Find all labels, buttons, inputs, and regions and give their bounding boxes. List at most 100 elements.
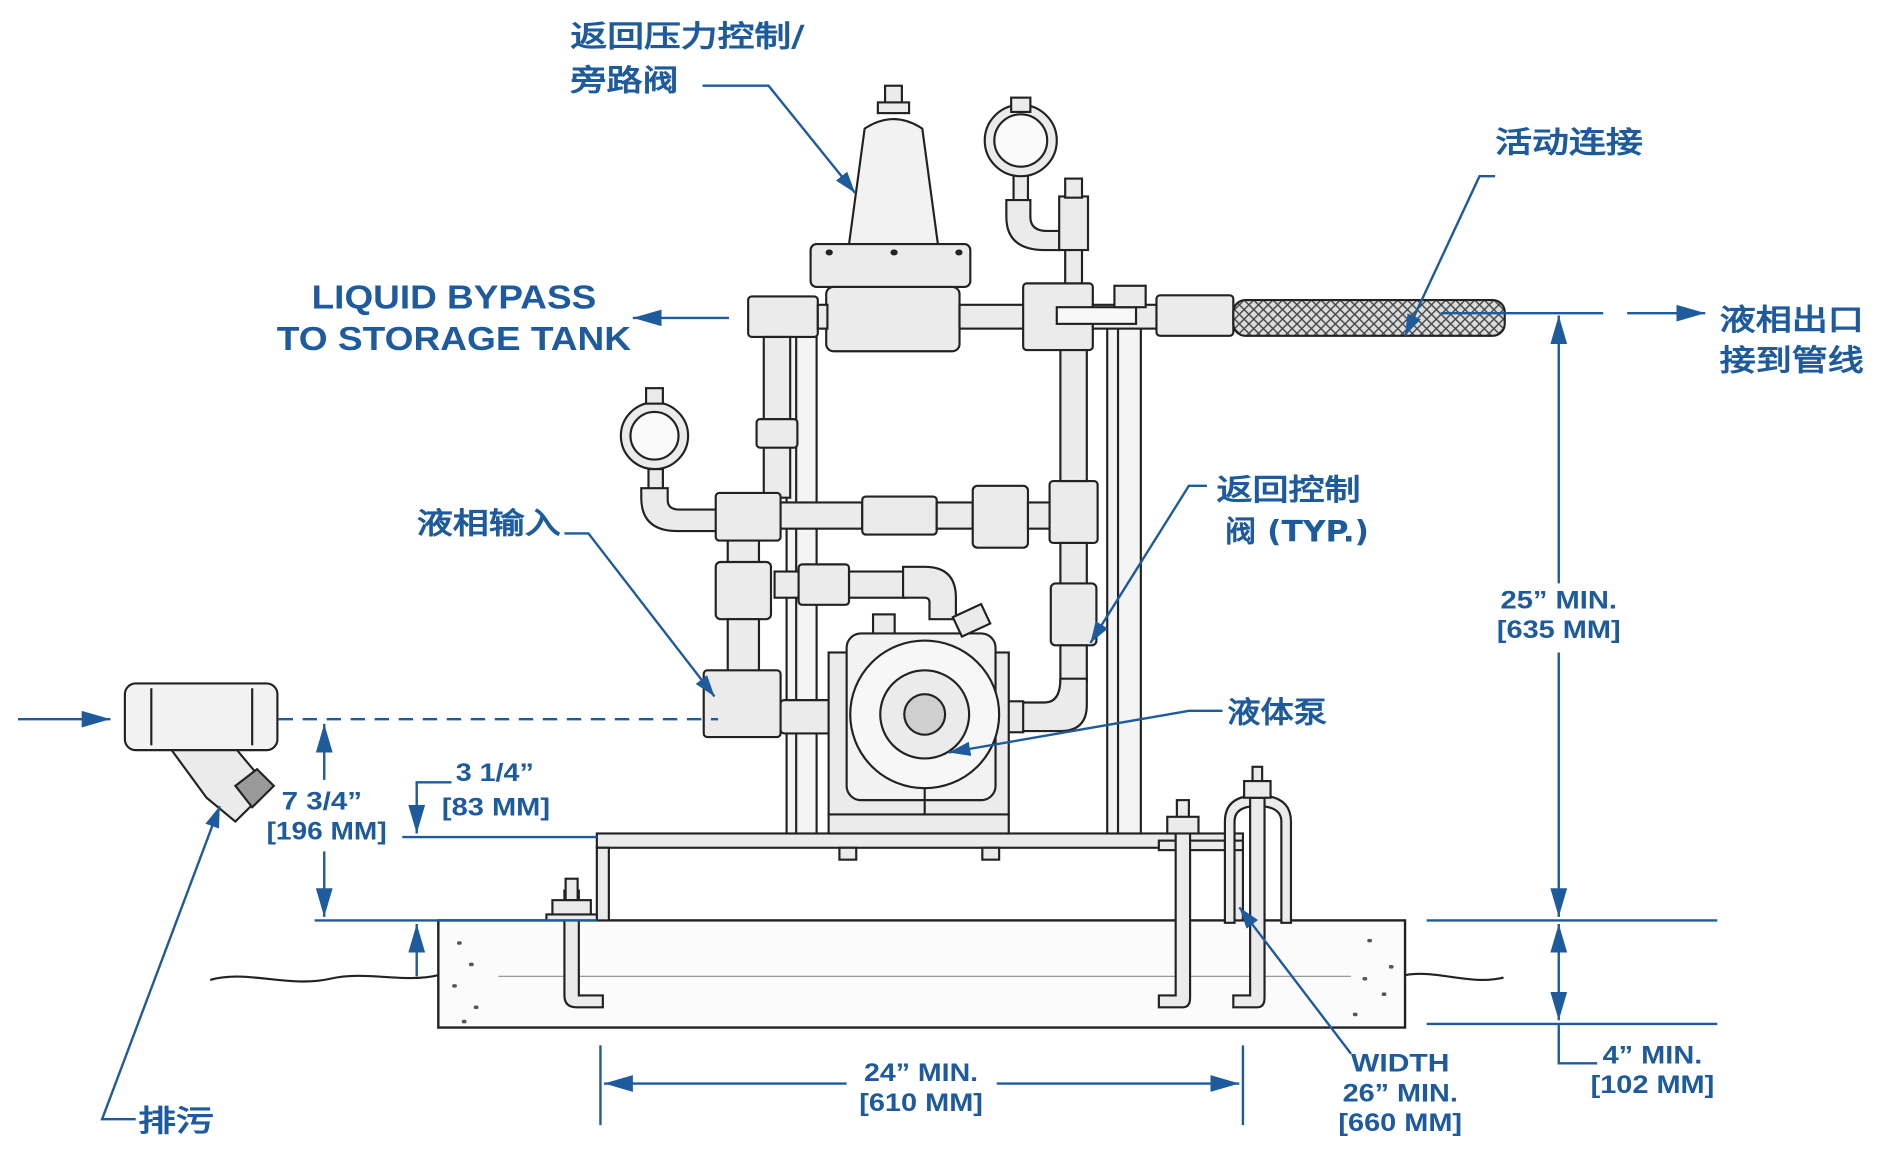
anchor-nut-left <box>551 899 592 917</box>
return-union-a <box>861 495 938 536</box>
labels: 返回压力控制/ 旁路阀 活动连接 LIQUID BYPASS TO STORAG… <box>138 20 1864 1140</box>
equipment <box>123 84 1506 1029</box>
inlet-height-metric: [196 MM] <box>267 818 387 846</box>
union-leader <box>1403 175 1496 337</box>
pressure-gauge-top-face <box>993 113 1049 168</box>
pump-mount-nut-left <box>838 846 858 861</box>
anchor-thread-left <box>564 877 579 902</box>
inlet-union <box>714 560 773 621</box>
anchor-bolt-middle <box>1157 832 1192 1009</box>
check-valve-label-line1: 返回控制 <box>1217 473 1361 508</box>
valve-outlet-pipe <box>958 303 1026 330</box>
outlet-riser-upper <box>1059 348 1088 483</box>
u-bolt-clamp <box>1223 794 1293 924</box>
liquid-outlet-label-line1: 液相出口 <box>1720 303 1864 338</box>
outlet-riser-middle <box>1059 541 1088 587</box>
bypass-outlet-tee <box>747 295 819 339</box>
liquid-inlet-leader <box>564 532 716 698</box>
gauge-valve-cap-top <box>1064 177 1084 199</box>
pump-label: 液体泵 <box>1227 696 1327 731</box>
pump-leader <box>948 709 1223 756</box>
base-height-value: 3 1/4” <box>456 759 534 787</box>
gauge-knob-top <box>1010 96 1032 113</box>
inlet-height-value: 7 3/4” <box>282 788 362 816</box>
foundation-thickness-leader <box>1557 1023 1598 1065</box>
concrete-speckles <box>452 938 1394 1024</box>
bypass-valve-leader <box>702 84 856 194</box>
return-pipe-a <box>779 501 864 530</box>
anchor-bolt-right <box>1232 796 1266 1009</box>
dimension-labels: 25” MIN. [635 MM] 7 3/4” [196 MM] 3 1/4”… <box>267 587 1715 1138</box>
inlet-tee <box>702 669 782 739</box>
union-label: 活动连接 <box>1495 126 1643 161</box>
outlet-height-metric: [635 MM] <box>1497 616 1621 644</box>
bypass-valve-label-line2: 旁路阀 <box>569 64 678 99</box>
ground-line-left <box>209 974 439 983</box>
liquid-inlet-label: 液相输入 <box>417 507 561 542</box>
anchor-nut-middle <box>1166 815 1200 835</box>
strainer-body <box>123 682 279 752</box>
pump-discharge-elbow <box>1019 677 1088 733</box>
liquid-bypass-label-line2: TO STORAGE TANK <box>277 321 631 358</box>
bypass-return-pipe <box>762 335 792 499</box>
base-length-value: 24” MIN. <box>864 1059 978 1087</box>
return-tee-left <box>714 491 782 542</box>
pump-mount-nut-right <box>981 846 1001 861</box>
base-length-metric: [610 MM] <box>859 1089 983 1117</box>
liquid-bypass-label-line1: LIQUID BYPASS <box>312 280 597 317</box>
inlet-nipple <box>726 618 761 674</box>
bypass-outlet-nipple <box>816 303 829 330</box>
skid-left-channel <box>595 846 610 922</box>
pump-relief-port <box>951 602 992 639</box>
return-pipe-c <box>1026 501 1054 530</box>
bypass-return-union <box>755 418 799 449</box>
inlet-riser <box>726 539 761 566</box>
outlet-bracket <box>1113 284 1147 309</box>
anchor-nut-right <box>1243 780 1272 799</box>
bypass-valve-flange <box>809 243 972 289</box>
pump-top-port <box>871 613 896 635</box>
gauge-valve-nipple <box>1064 246 1084 287</box>
bypass-feed-pipe-a <box>773 570 803 599</box>
foundation-width-metric: [660 MM] <box>1338 1109 1462 1137</box>
bypass-feed-union <box>797 563 851 606</box>
pump-base-plate <box>827 813 1010 835</box>
return-pipe-b <box>935 501 974 530</box>
outlet-valve-handle <box>1055 306 1138 325</box>
foundation-thickness-value: 4” MIN. <box>1603 1041 1703 1069</box>
outlet-riser-bottom <box>1059 644 1088 683</box>
pump-shaft <box>903 693 947 736</box>
foundation-width-title: WIDTH <box>1351 1050 1449 1078</box>
strainer-drain-plug <box>233 767 276 809</box>
drain-label: 排污 <box>138 1104 214 1139</box>
pressure-gauge-left-face <box>629 410 680 461</box>
frame-post-right <box>1106 318 1142 835</box>
bypass-valve-bonnet <box>847 118 940 246</box>
return-union-b <box>971 484 1030 549</box>
bypass-feed-pipe-b <box>847 570 907 599</box>
flex-hose <box>1232 298 1506 337</box>
gauge-knob-left <box>644 387 664 405</box>
foundation-width-leader <box>1238 906 1352 1055</box>
base-height-metric: [83 MM] <box>442 794 550 822</box>
bypass-valve-label-line1: 返回压力控制/ <box>570 20 804 55</box>
liquid-outlet-label-line2: 接到管线 <box>1720 343 1864 378</box>
drain-leader <box>100 805 221 1121</box>
base-height-dim-top <box>408 781 452 834</box>
gauge-valve-top <box>1058 195 1090 252</box>
outlet-height-value: 25” MIN. <box>1501 587 1617 615</box>
return-tee-right <box>1048 479 1099 545</box>
skid-corner-plate <box>1157 839 1245 852</box>
outlet-valve <box>1155 294 1235 337</box>
skid-base-plate <box>595 832 1245 849</box>
check-valve-leader <box>1089 484 1207 644</box>
check-valve-right <box>1049 582 1098 647</box>
gauge-elbow-top <box>1005 198 1061 252</box>
concrete-foundation <box>437 919 1407 1029</box>
foundation-thickness-metric: [102 MM] <box>1591 1071 1715 1099</box>
check-valve-label-line2: 阀 (TYP.) <box>1225 515 1369 550</box>
ground-line-right <box>1404 972 1504 981</box>
foundation-width-value: 26” MIN. <box>1343 1079 1458 1107</box>
